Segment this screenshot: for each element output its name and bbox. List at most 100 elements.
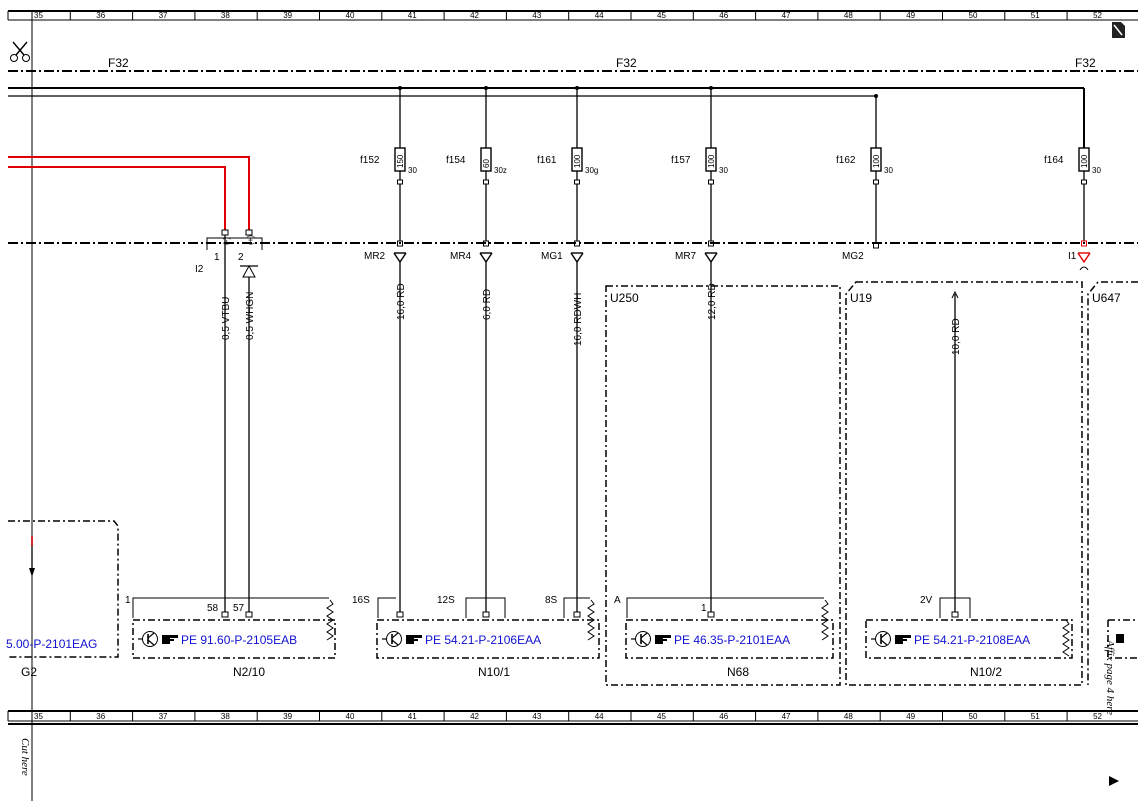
component-reference-link[interactable]: PE 46.35-P-2101EAA <box>674 633 790 647</box>
grid-column-label: 49 <box>906 712 915 721</box>
pin1-sign: (-) <box>222 237 231 245</box>
grid-column-label: 36 <box>96 11 105 20</box>
component-name: G2 <box>21 665 37 679</box>
fuse-rating: 100 <box>573 154 582 168</box>
component-n68[interactable]: PE 46.35-P-2101EAA N68 <box>625 619 834 679</box>
fuse-terminal: 30z <box>494 166 507 175</box>
transistor-icon <box>382 631 402 647</box>
grid-column-label: 37 <box>159 712 168 721</box>
wire-10-rd: 10,0 RD <box>951 290 962 618</box>
cut-here-note: Cut here <box>19 738 31 776</box>
grid-column-label: 52 <box>1093 11 1102 20</box>
connector-label: MG2 <box>842 251 864 262</box>
grid-column-label: 50 <box>969 712 978 721</box>
grid-column-label: 51 <box>1031 11 1040 20</box>
grid-column-label: 42 <box>470 11 479 20</box>
connector-label: I1 <box>1068 251 1077 262</box>
grid-column-label: 43 <box>532 11 541 20</box>
grid-column-label: 45 <box>657 712 666 721</box>
pin-label: 1 <box>125 595 131 606</box>
affix-page-note: Affix page 4 here <box>1104 639 1116 715</box>
grid-column-label: 49 <box>906 11 915 20</box>
transistor-icon <box>138 631 158 647</box>
zone-u250: U250 <box>605 285 841 686</box>
grid-column-label: 35 <box>34 11 43 20</box>
component-reference-link[interactable]: PE 91.60-P-2105EAB <box>181 633 297 647</box>
component-reference-link[interactable]: PE 54.21-P-2106EAA <box>425 633 541 647</box>
component-name: N68 <box>727 665 749 679</box>
grid-column-label: 44 <box>595 11 604 20</box>
pin-label: A <box>614 595 621 606</box>
grid-column-label: 42 <box>470 712 479 721</box>
pointing-hand-icon <box>655 635 671 644</box>
grid-column-label: 38 <box>221 712 230 721</box>
connector-label: MR2 <box>364 251 386 262</box>
grid-column-label: 41 <box>408 11 417 20</box>
grid-column-label: 35 <box>34 712 43 721</box>
grid-column-label: 45 <box>657 11 666 20</box>
pin2-sign: (+) <box>246 235 255 245</box>
pin-label-58: 58 <box>207 603 219 614</box>
connector-arrow-icon <box>479 252 493 264</box>
grid-column-label: 52 <box>1093 712 1102 721</box>
component-reference-link[interactable]: 5.00-P-2101EAG <box>6 637 97 651</box>
grid-column-label: 46 <box>719 11 728 20</box>
transistor-icon <box>631 631 651 647</box>
fuse-terminal: 30 <box>408 166 417 175</box>
transistor-icon <box>871 631 891 647</box>
connector-i2: I2 1 2 (-) (+) 0,5 VTBU 0,5 WHGN 58 57 <box>195 229 263 618</box>
wire-label: 12,0 RD <box>707 283 718 320</box>
pin-label: 2V <box>920 595 933 606</box>
fuse-id: f157 <box>671 155 691 166</box>
pin-label: 16S <box>352 595 370 606</box>
fuse-id: f161 <box>537 155 557 166</box>
connector-label: MR4 <box>450 251 472 262</box>
component-reference-link[interactable]: PE 54.21-P-2108EAA <box>914 633 1030 647</box>
wire-label-whgn: 0,5 WHGN <box>245 292 256 340</box>
connector-arrow-icon <box>704 252 718 264</box>
pointing-hand-icon <box>406 635 422 644</box>
fuse-id: f152 <box>360 155 380 166</box>
page-corner-icon <box>1112 22 1125 38</box>
grid-column-label: 48 <box>844 712 853 721</box>
ground-arrow-icon <box>242 264 256 278</box>
grid-column-label: 51 <box>1031 712 1040 721</box>
grid-column-label: 38 <box>221 11 230 20</box>
fuse-terminal: 30 <box>719 166 728 175</box>
fuse-rating: 100 <box>872 154 881 168</box>
pointing-hand-icon <box>895 635 911 644</box>
grid-column-label: 36 <box>96 712 105 721</box>
grid-column-label: 47 <box>782 712 791 721</box>
fuse-rating: 100 <box>707 154 716 168</box>
grid-column-label: 48 <box>844 11 853 20</box>
grid-column-label: 43 <box>532 712 541 721</box>
grid-column-label: 44 <box>595 712 604 721</box>
fuse-id: f154 <box>446 155 466 166</box>
fuse-terminal: 30g <box>585 166 598 175</box>
grid-column-label: 40 <box>346 11 355 20</box>
connector-i2-label: I2 <box>195 264 204 275</box>
bus-label-left: F32 <box>108 56 129 70</box>
pin-label-57: 57 <box>233 603 245 614</box>
zone-label-u250: U250 <box>610 291 639 305</box>
connector-arrow-icon <box>393 252 407 264</box>
bus-label-center: F32 <box>616 56 637 70</box>
grid-column-label: 39 <box>283 11 292 20</box>
grid-column-label: 40 <box>346 712 355 721</box>
fuse-terminal: 30 <box>1092 166 1101 175</box>
component-g2-box <box>8 520 119 658</box>
bus-label-right: F32 <box>1075 56 1096 70</box>
component-g2[interactable]: 5.00-P-2101EAG G2 <box>6 637 97 679</box>
zone-label-u19: U19 <box>850 291 872 305</box>
